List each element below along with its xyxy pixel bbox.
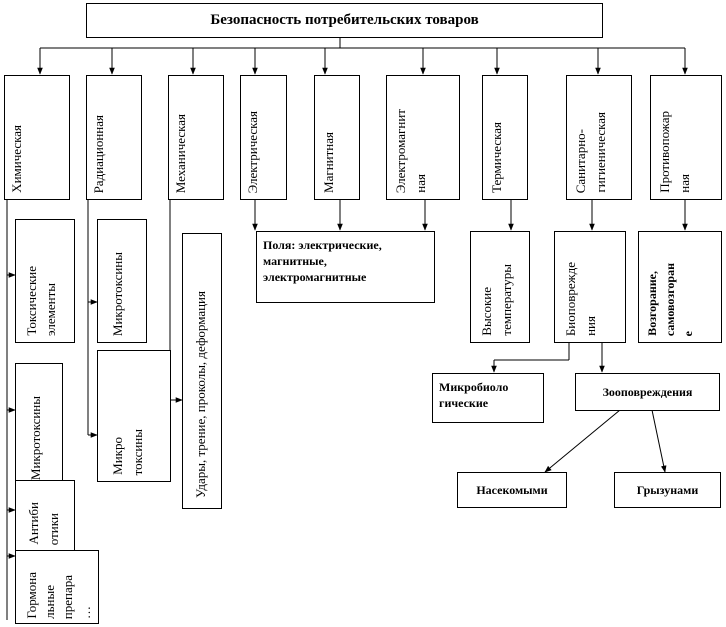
antibiotics-box: Антиби отики xyxy=(15,480,75,552)
microbio-box: Микробиоло гические xyxy=(432,373,544,423)
zoodamage-box: Зооповреждения xyxy=(575,373,720,411)
ignition-label-3: е xyxy=(681,330,695,336)
category-fire-label-1: Противопожар xyxy=(657,111,672,193)
rad-microtoxins-box: Микро токсины xyxy=(97,350,171,482)
biodamage-box: Биоповрежде ния xyxy=(554,231,626,343)
hormonal-box: Гормона льные препара … xyxy=(15,550,99,624)
category-radiation-label: Радиационная xyxy=(91,114,106,193)
microbio-label-2: гические xyxy=(439,396,489,411)
ignition-label-1: Возгорание, xyxy=(645,271,659,336)
toxic-elements-label-1: Токсические xyxy=(24,266,39,336)
mechanical-effects-box: Удары, трение, проколы, деформация xyxy=(182,233,222,509)
rad-mycotoxins-box: Микротоксины xyxy=(97,219,147,343)
mycotoxins-box: Микротоксины xyxy=(15,363,63,487)
hormonal-label-1: Гормона xyxy=(24,572,39,619)
root-title-box: Безопасность потребительских товаров xyxy=(86,3,603,38)
high-temp-label-1: Высокие xyxy=(479,287,494,336)
hormonal-label-4: … xyxy=(78,606,93,619)
category-electromagnetic-label-2: ная xyxy=(413,174,428,193)
category-chemical: Химическая xyxy=(4,75,70,200)
mycotoxins-label: Микротоксины xyxy=(28,395,43,480)
rad-microtoxins-label-1: Микро xyxy=(110,437,125,475)
category-radiation: Радиационная xyxy=(86,75,142,200)
microbio-label-1: Микробиоло xyxy=(439,380,509,394)
ignition-label-2: самовозгоран xyxy=(663,262,677,336)
fields-label-1: Поля: электрические, xyxy=(263,238,382,252)
category-electromagnetic: Электромагнит ная xyxy=(386,75,460,200)
antibiotics-label-2: отики xyxy=(46,512,61,545)
category-electromagnetic-label-1: Электромагнит xyxy=(393,108,408,193)
hormonal-label-2: льные xyxy=(42,585,57,619)
fields-label-2: магнитные, xyxy=(263,254,327,269)
ignition-box: Возгорание, самовозгоран е xyxy=(638,231,722,343)
toxic-elements-box: Токсические элементы xyxy=(15,219,75,343)
fields-label-3: электромагнитные xyxy=(263,270,367,285)
toxic-elements-label-2: элементы xyxy=(43,283,58,336)
category-thermal-label: Термическая xyxy=(489,122,504,193)
biodamage-label-2: ния xyxy=(583,316,598,336)
rodents-box: Грызунами xyxy=(614,472,721,508)
category-thermal: Термическая xyxy=(482,75,528,200)
category-sanitary-label-2: гигиеническая xyxy=(593,112,608,193)
category-electrical: Электрическая xyxy=(240,75,287,200)
rad-mycotoxins-label: Микротоксины xyxy=(110,251,125,336)
high-temp-label-2: температуры xyxy=(499,264,514,336)
high-temp-box: Высокие температуры xyxy=(470,231,530,343)
root-title: Безопасность потребительских товаров xyxy=(210,12,479,28)
category-fire-label-2: ная xyxy=(677,174,692,193)
category-mechanical-label: Механическая xyxy=(173,113,188,193)
hormonal-label-3: препара xyxy=(60,574,75,619)
insects-box: Насекомыми xyxy=(457,472,567,508)
antibiotics-label-1: Антиби xyxy=(26,502,41,545)
rad-microtoxins-label-2: токсины xyxy=(130,428,145,475)
category-sanitary-label-1: Санитарно- xyxy=(573,128,588,193)
category-fire: Противопожар ная xyxy=(650,75,722,200)
biodamage-label-1: Биоповрежде xyxy=(563,261,578,336)
category-sanitary: Санитарно- гигиеническая xyxy=(566,75,632,200)
category-mechanical: Механическая xyxy=(168,75,224,200)
rodents-label: Грызунами xyxy=(636,482,699,497)
category-magnetic-label: Магнитная xyxy=(321,132,336,193)
category-electrical-label: Электрическая xyxy=(245,110,260,193)
zoodamage-label: Зооповреждения xyxy=(602,384,693,399)
category-chemical-label: Химическая xyxy=(9,125,24,193)
category-magnetic: Магнитная xyxy=(314,75,360,200)
insects-label: Насекомыми xyxy=(476,482,548,497)
mechanical-effects-label: Удары, трение, проколы, деформация xyxy=(193,290,208,498)
fields-box: Поля: электрические, магнитные, электром… xyxy=(256,231,435,303)
